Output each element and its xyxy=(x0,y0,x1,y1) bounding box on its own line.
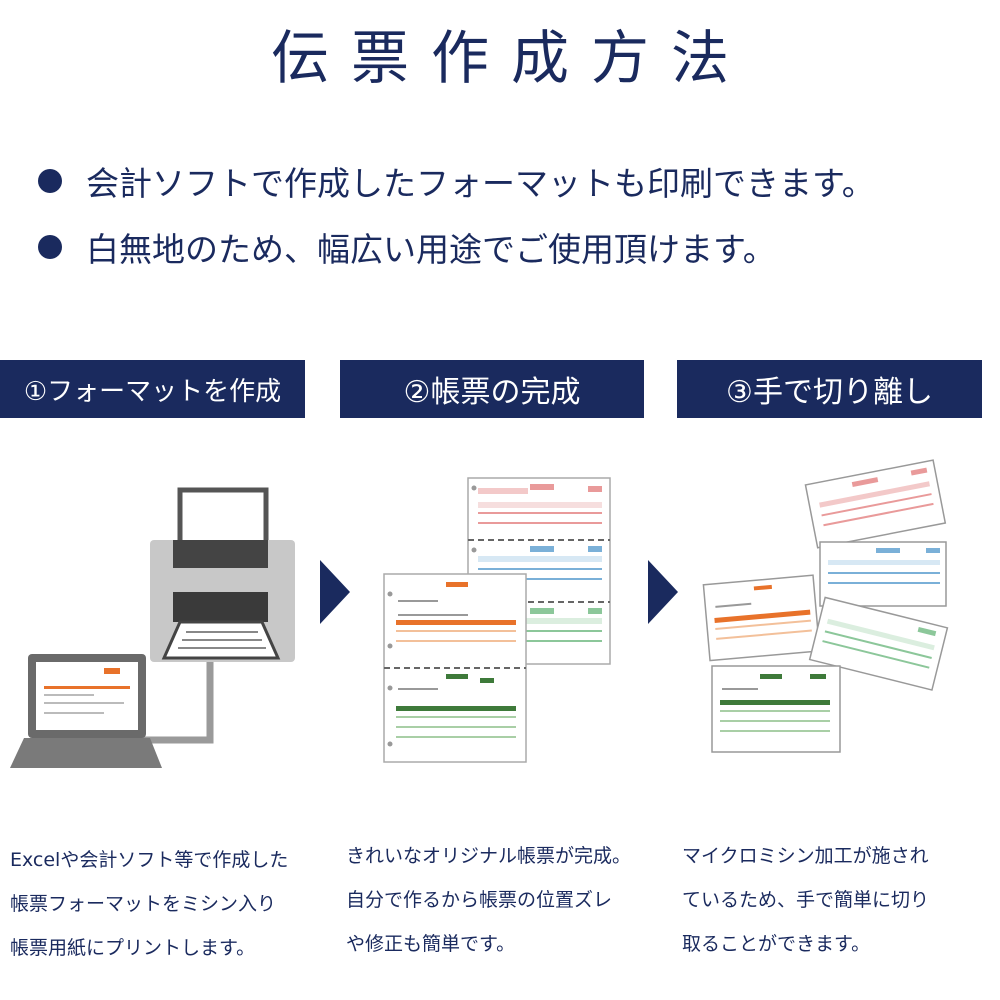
form-sheet-icon xyxy=(711,665,841,753)
step-1-header: ①フォーマットを作成 xyxy=(0,360,305,418)
caption-line: 取ることができます。 xyxy=(682,933,871,955)
caption-line: や修正も簡単です。 xyxy=(346,933,516,955)
step-2-header: ②帳票の完成 xyxy=(340,360,644,418)
laptop-printer-illustration xyxy=(10,487,295,768)
form-sheet-icon xyxy=(804,459,947,549)
bullet-icon xyxy=(38,235,62,259)
feature-item: 会計ソフトで作成したフォーマットも印刷できます。 xyxy=(38,148,875,214)
step-2-caption: きれいなオリジナル帳票が完成。 自分で作るから帳票の位置ズレ や修正も簡単です。 xyxy=(346,834,666,966)
arrow-right-icon xyxy=(648,560,678,624)
caption-line: きれいなオリジナル帳票が完成。 xyxy=(346,845,632,867)
bullet-icon xyxy=(38,169,62,193)
arrow-right-icon xyxy=(320,560,350,624)
form-sheet-icon xyxy=(702,574,821,662)
printer-cable xyxy=(130,660,214,744)
page-title: 伝票作成方法 xyxy=(270,24,751,92)
form-sheet-icon xyxy=(819,541,947,607)
separated-slips-illustration xyxy=(702,459,949,753)
form-sheet-icon xyxy=(808,596,949,691)
feature-item: 白無地のため、幅広い用途でご使用頂けます。 xyxy=(38,214,875,280)
form-sheet-icon xyxy=(383,573,527,763)
step-3-header: ③手で切り離し xyxy=(677,360,982,418)
feature-text: 白無地のため、幅広い用途でご使用頂けます。 xyxy=(86,230,776,269)
caption-line: Excelや会計ソフト等で作成した xyxy=(10,849,289,871)
feature-list: 会計ソフトで作成したフォーマットも印刷できます。 白無地のため、幅広い用途でご使… xyxy=(38,148,875,280)
caption-line: 帳票用紙にプリントします。 xyxy=(10,937,256,959)
caption-line: 帳票フォーマットをミシン入り xyxy=(10,893,277,915)
caption-line: マイクロミシン加工が施され xyxy=(682,845,929,867)
feature-text: 会計ソフトで作成したフォーマットも印刷できます。 xyxy=(86,164,875,203)
step-3-caption: マイクロミシン加工が施され ているため、手で簡単に切り 取ることができます。 xyxy=(682,834,1000,966)
caption-line: ているため、手で簡単に切り xyxy=(682,889,930,911)
step-1-caption: Excelや会計ソフト等で作成した 帳票フォーマットをミシン入り 帳票用紙にプリ… xyxy=(10,838,330,970)
caption-line: 自分で作るから帳票の位置ズレ xyxy=(346,889,613,911)
printer-icon xyxy=(150,487,295,662)
laptop-icon xyxy=(10,654,162,768)
completed-forms-illustration xyxy=(383,477,611,763)
